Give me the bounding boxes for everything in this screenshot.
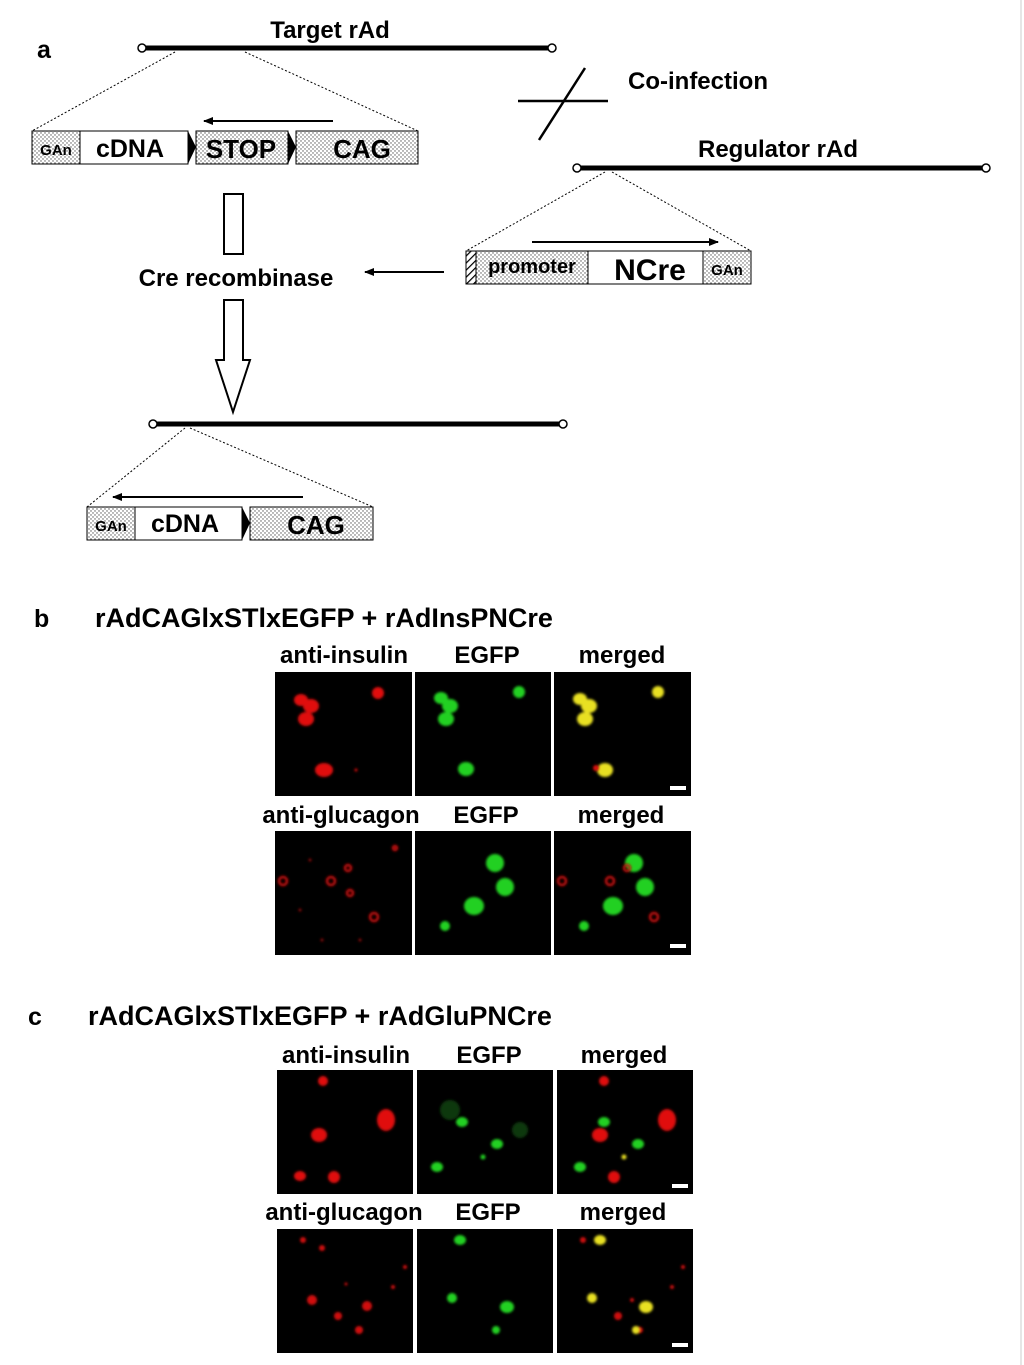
panel-b-title: rAdCAGlxSTlxEGFP + rAdInsPNCre [95, 603, 553, 633]
scale-bar [672, 1343, 688, 1347]
panel-c-letter: c [28, 1003, 42, 1031]
c-label-anti-glucagon: anti-glucagon [265, 1199, 422, 1226]
target-rad-label: Target rAd [270, 17, 390, 44]
panel-a-letter: a [37, 36, 52, 64]
loxp-triangle-result [242, 507, 250, 540]
panel-c-title: rAdCAGlxSTlxEGFP + rAdGluPNCre [88, 1001, 552, 1031]
reg-zoom-line-right [611, 171, 752, 252]
scale-bar [670, 786, 686, 790]
result-zoom-line-right [189, 427, 374, 508]
scale-bar [670, 944, 686, 948]
loxp-triangle-2 [288, 131, 296, 164]
b-micrograph-glucagon [275, 831, 412, 955]
recombination-hollow-arrow [214, 193, 252, 416]
result-rad-vector [148, 419, 568, 429]
result-cag-label: CAG [287, 510, 345, 540]
ncre-label: NCre [614, 254, 686, 287]
result-cassette: GAn cDNA CAG [86, 506, 374, 541]
c-micrograph-glucagon [277, 1229, 413, 1353]
result-zoom-line-left [86, 427, 186, 508]
promoter-label: promoter [488, 256, 576, 278]
scale-bar [672, 1184, 688, 1188]
c-micrograph-insulin [277, 1070, 413, 1194]
regulator-cassette: promoter NCre GAn [465, 250, 752, 287]
c-micrograph-egfp-2 [417, 1229, 553, 1353]
regulator-gan-label: GAn [711, 262, 743, 279]
c-micrograph-egfp-1 [417, 1070, 553, 1194]
target-stop-label: STOP [206, 134, 276, 164]
b-label-anti-glucagon: anti-glucagon [262, 802, 419, 829]
b-label-egfp-2: EGFP [453, 802, 518, 829]
b-label-merged-2: merged [578, 802, 665, 829]
cre-recombinase-label: Cre recombinase [139, 265, 334, 292]
c-label-egfp-1: EGFP [456, 1042, 521, 1069]
b-label-egfp-1: EGFP [454, 642, 519, 669]
coinfection-label: Co-infection [628, 68, 768, 95]
b-micrograph-insulin [275, 672, 412, 796]
target-cdna-label: cDNA [96, 135, 164, 163]
regulator-rad-vector [572, 163, 991, 173]
target-cag-label: CAG [333, 134, 391, 164]
b-label-merged-1: merged [579, 642, 666, 669]
b-label-anti-insulin: anti-insulin [280, 642, 408, 669]
c-label-merged-1: merged [581, 1042, 668, 1069]
loxp-triangle-1 [188, 131, 196, 164]
zoom-line-right [244, 51, 419, 132]
b-micrograph-egfp-2 [415, 831, 551, 955]
c-micrograph-merged-2 [557, 1229, 693, 1353]
c-label-egfp-2: EGFP [455, 1199, 520, 1226]
result-cdna-label: cDNA [151, 510, 219, 538]
result-gan-label: GAn [95, 518, 127, 535]
b-micrograph-merged-2 [554, 831, 691, 955]
c-label-merged-2: merged [580, 1199, 667, 1226]
b-micrograph-merged-1 [554, 672, 691, 796]
c-micrograph-merged-1 [557, 1070, 693, 1194]
b-micrograph-egfp-1 [415, 672, 551, 796]
reg-zoom-line-left [465, 171, 606, 252]
regulator-rad-label: Regulator rAd [698, 136, 858, 163]
target-cassette: GAn cDNA STOP CAG [31, 130, 419, 165]
c-label-anti-insulin: anti-insulin [282, 1042, 410, 1069]
panel-b-letter: b [34, 605, 49, 633]
zoom-line-left [31, 51, 176, 132]
target-rad-vector [137, 43, 557, 53]
target-gan-label: GAn [40, 142, 72, 159]
coinfection-symbol [518, 67, 608, 141]
